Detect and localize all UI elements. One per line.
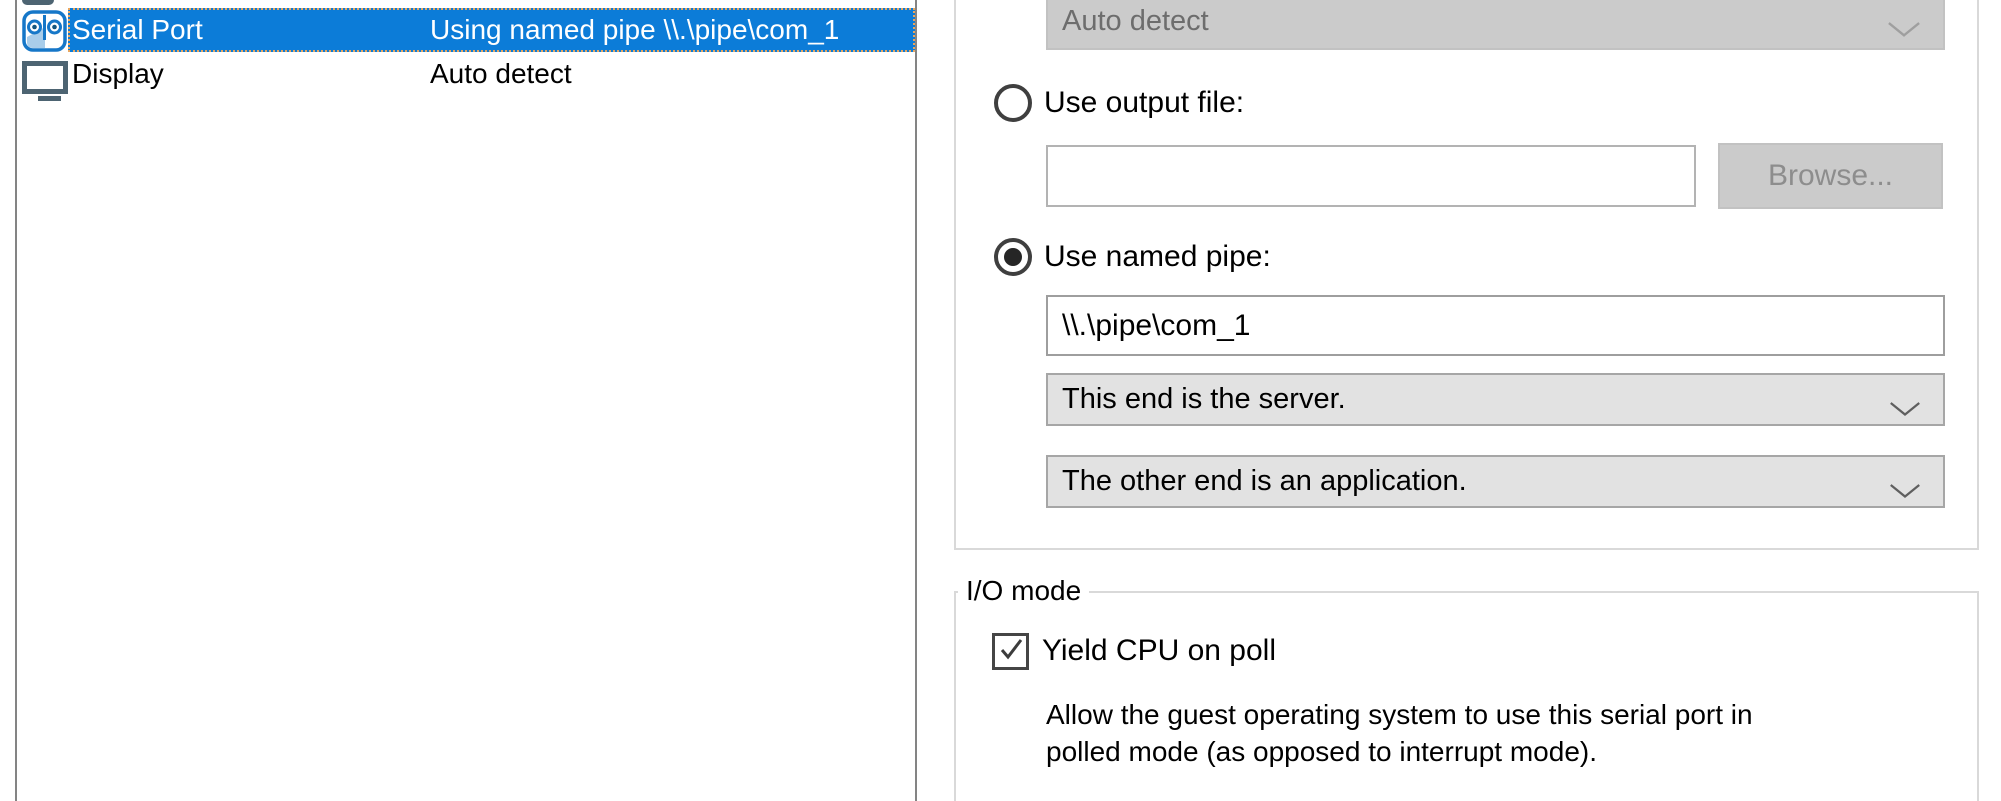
device-row-serial-port[interactable]: Serial Port Using named pipe \\.\pipe\co… <box>68 8 915 52</box>
connection-groupbox <box>954 0 1979 550</box>
chevron-down-icon <box>1887 13 1921 37</box>
serial-device-dropdown[interactable]: Auto detect <box>1046 0 1945 50</box>
device-summary: Auto detect <box>430 58 572 89</box>
checkmark-icon <box>996 634 1026 669</box>
device-summary: Using named pipe \\.\pipe\com_1 <box>430 14 840 45</box>
use-output-file-label[interactable]: Use output file: <box>1044 86 1245 119</box>
chevron-down-icon <box>1889 474 1921 498</box>
device-name: Serial Port <box>72 14 203 45</box>
device-name: Display <box>72 58 164 89</box>
pipe-this-end-value: This end is the server. <box>1062 383 1346 415</box>
output-file-path-input[interactable] <box>1046 145 1696 207</box>
use-output-file-radio[interactable] <box>994 84 1032 122</box>
pipe-this-end-dropdown[interactable]: This end is the server. <box>1046 373 1945 426</box>
io-mode-description-line1: Allow the guest operating system to use … <box>1046 699 1753 730</box>
named-pipe-input[interactable] <box>1046 295 1945 356</box>
io-mode-legend: I/O mode <box>958 574 1090 607</box>
serial-port-icon <box>22 10 67 52</box>
browse-button[interactable]: Browse... <box>1718 143 1943 209</box>
use-named-pipe-label[interactable]: Use named pipe: <box>1044 240 1271 273</box>
chevron-down-icon <box>1889 392 1921 416</box>
display-icon <box>21 58 68 103</box>
io-mode-groupbox <box>954 591 1979 801</box>
pipe-other-end-value: The other end is an application. <box>1062 465 1467 497</box>
serial-device-dropdown-value: Auto detect <box>1062 4 1209 37</box>
yield-cpu-label[interactable]: Yield CPU on poll <box>1042 634 1277 667</box>
use-named-pipe-radio[interactable] <box>994 238 1032 276</box>
device-row-display[interactable]: Display Auto detect <box>68 52 915 96</box>
device-list-right-border <box>915 0 917 801</box>
yield-cpu-checkbox[interactable] <box>992 633 1029 670</box>
cutoff-device-icon <box>22 0 54 5</box>
io-mode-description-line2: polled mode (as opposed to interrupt mod… <box>1046 736 1597 767</box>
device-list-left-border <box>15 0 17 801</box>
pipe-other-end-dropdown[interactable]: The other end is an application. <box>1046 455 1945 508</box>
